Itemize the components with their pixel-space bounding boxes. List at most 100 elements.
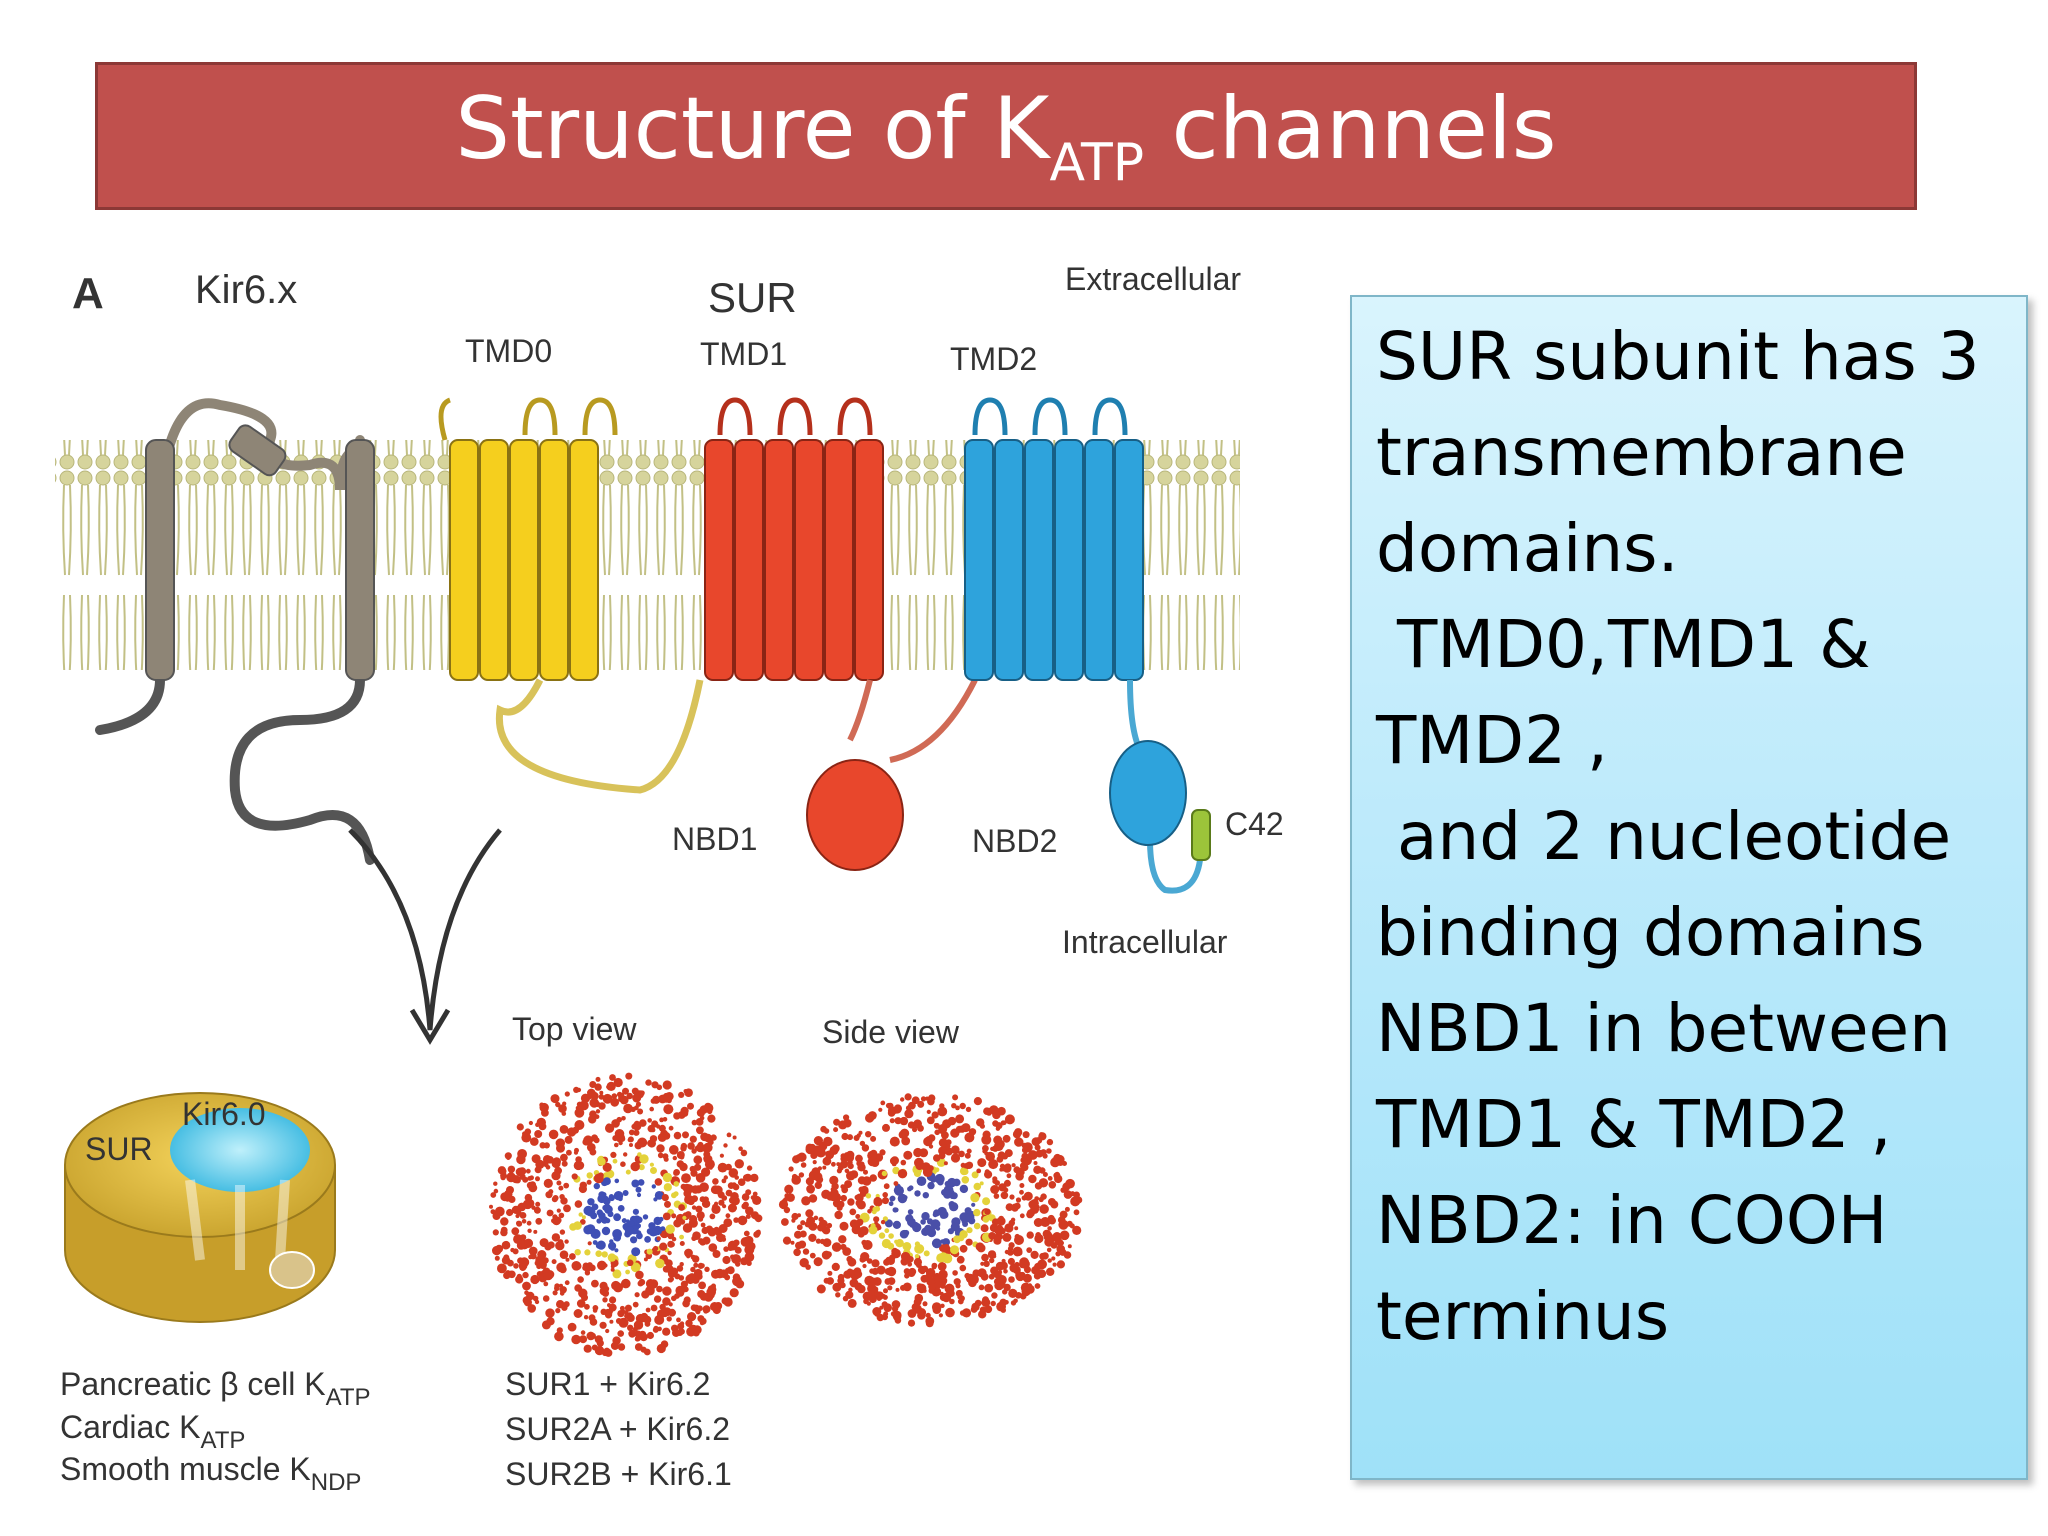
structure-atom — [849, 1278, 859, 1288]
structure-atom — [976, 1118, 985, 1127]
structure-atom — [835, 1211, 840, 1217]
structure-atom — [1020, 1259, 1030, 1269]
structure-atom — [1034, 1137, 1042, 1144]
channel-3d-model — [64, 1092, 336, 1323]
structure-atom — [689, 1135, 697, 1143]
structure-atom — [1035, 1232, 1042, 1238]
structure-atom — [893, 1181, 899, 1186]
structure-atom — [881, 1301, 888, 1308]
structure-atom — [783, 1206, 791, 1214]
structure-atom — [840, 1154, 848, 1163]
structure-atom — [573, 1309, 583, 1318]
structure-atom — [865, 1193, 872, 1199]
structure-atom — [884, 1219, 893, 1228]
structure-atom — [602, 1177, 611, 1186]
structure-atom — [878, 1107, 883, 1112]
structure-atom — [1073, 1191, 1080, 1199]
structure-atom — [945, 1139, 952, 1146]
structure-atom — [610, 1097, 620, 1107]
structure-atom — [646, 1331, 655, 1340]
structure-atom — [501, 1240, 511, 1250]
structure-atom — [715, 1268, 725, 1279]
structure-atom — [606, 1081, 616, 1091]
structure-atom — [1030, 1250, 1039, 1259]
structure-atom — [1003, 1179, 1011, 1187]
structure-atom — [849, 1219, 859, 1229]
structure-atom — [556, 1262, 566, 1273]
structure-atom — [605, 1123, 613, 1130]
structure-atom — [961, 1168, 969, 1175]
structure-atom — [607, 1253, 617, 1262]
structure-atom — [564, 1239, 569, 1244]
structure-atom — [993, 1224, 1004, 1235]
structure-atom — [698, 1216, 704, 1222]
structure-atom — [675, 1285, 685, 1296]
structure-atom — [656, 1236, 661, 1241]
title-main: Structure of K — [455, 79, 1050, 179]
structure-atom — [677, 1322, 685, 1330]
structure-atom — [637, 1179, 645, 1186]
structure-atom — [1019, 1292, 1027, 1300]
structure-atom — [1026, 1247, 1033, 1253]
structure-atom — [637, 1152, 642, 1157]
structure-atom — [924, 1229, 930, 1235]
structure-atom — [550, 1094, 560, 1104]
structure-atom — [869, 1174, 877, 1182]
structure-atom — [1025, 1284, 1035, 1294]
structure-atom — [699, 1263, 705, 1269]
structure-atom — [977, 1158, 987, 1168]
structure-atom — [869, 1149, 878, 1158]
structure-atom — [559, 1250, 569, 1259]
structure-atom — [1056, 1246, 1061, 1251]
structure-atom — [669, 1267, 679, 1276]
structure-atom — [678, 1091, 685, 1098]
structure-atom — [515, 1213, 520, 1219]
structure-atom — [836, 1168, 843, 1174]
structure-atom — [671, 1324, 679, 1332]
intracellular-label: Intracellular — [1062, 924, 1228, 960]
structure-atom — [663, 1132, 669, 1138]
structure-atom — [823, 1128, 830, 1134]
structure-atom — [542, 1295, 550, 1302]
structure-atom — [991, 1292, 998, 1299]
structure-atom — [913, 1147, 923, 1158]
structure-atom — [981, 1298, 991, 1307]
channel-type-2-name: Cardiac K — [60, 1409, 201, 1445]
structure-atom — [700, 1132, 709, 1142]
structure-atom — [594, 1083, 602, 1091]
structure-atom — [1022, 1131, 1030, 1139]
structure-atom — [627, 1137, 632, 1143]
structure-atom — [659, 1242, 668, 1251]
structure-atom — [631, 1179, 640, 1188]
structure-atom — [624, 1230, 631, 1238]
kir-subunit — [95, 398, 375, 865]
structure-atom — [922, 1192, 929, 1199]
structure-atom — [543, 1178, 553, 1188]
structure-atom — [883, 1183, 890, 1190]
structure-atom — [980, 1261, 985, 1266]
composition-3: SUR2B + Kir6.1 — [505, 1456, 732, 1492]
structure-atom — [907, 1186, 912, 1192]
structure-atom — [840, 1194, 847, 1202]
structure-atom — [935, 1226, 941, 1231]
structure-atom — [815, 1238, 822, 1244]
structure-atom — [849, 1208, 857, 1216]
structure-atom — [903, 1229, 910, 1237]
structure-atom — [887, 1277, 896, 1285]
structure-atom — [892, 1220, 902, 1229]
structure-atom — [571, 1261, 582, 1271]
structure-atom — [721, 1297, 729, 1305]
sur-label: SUR — [708, 274, 797, 321]
structure-atom — [932, 1212, 938, 1218]
structure-atom — [703, 1142, 713, 1153]
structure-atom — [926, 1116, 935, 1125]
structure-atom — [598, 1193, 605, 1200]
structure-atom — [750, 1173, 759, 1183]
structure-atom — [522, 1131, 528, 1137]
structure-atom — [697, 1315, 705, 1323]
structure-atom — [857, 1176, 867, 1185]
structure-atom — [577, 1301, 582, 1306]
structure-atom — [595, 1109, 601, 1114]
structure-atom — [982, 1197, 991, 1206]
structure-atom — [644, 1321, 651, 1327]
